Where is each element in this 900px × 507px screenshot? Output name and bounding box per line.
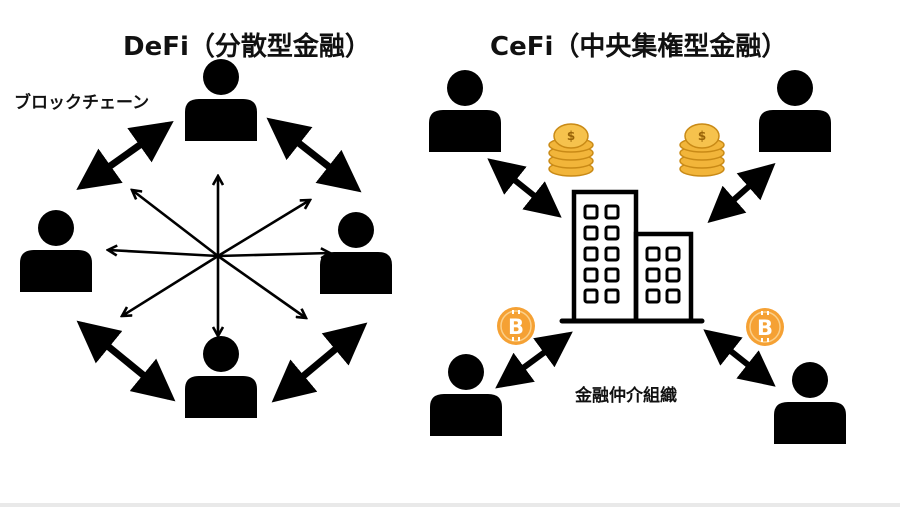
cefi-arrow-top-right [707, 163, 776, 223]
star-arrow-left [108, 250, 219, 258]
svg-text:B: B [757, 316, 773, 340]
defi-user-bottom [185, 336, 257, 418]
star-arrow-up-left [132, 190, 219, 258]
intermediary-label: 金融仲介組織 [575, 386, 677, 406]
defi-user-left [20, 210, 92, 292]
cefi-user-bottom-right [774, 362, 846, 444]
coin-stack-left-icon: $ [548, 123, 594, 177]
bottom-border [0, 503, 900, 507]
cefi-arrow-bottom-left [495, 331, 573, 389]
ring-arrow-bottom-left [76, 320, 176, 402]
coin-stack-right-icon: $ [679, 123, 725, 177]
blockchain-star-arrows [108, 176, 330, 336]
bitcoin-right-icon: B [745, 307, 785, 347]
blockchain-label: ブロックチェーン [14, 93, 150, 113]
cefi-user-top-left [429, 70, 501, 152]
building-icon [559, 189, 705, 324]
defi-user-top [185, 59, 257, 141]
cefi-arrow-bottom-right [703, 329, 776, 387]
cefi-arrow-top-left [487, 158, 562, 218]
star-arrow-right [217, 253, 330, 256]
ring-arrow-top-left [76, 120, 174, 191]
star-arrow-up-right [217, 200, 310, 258]
svg-text:$: $ [698, 129, 706, 143]
cefi-title: CeFi（中央集権型金融） [490, 32, 788, 62]
svg-text:B: B [508, 315, 524, 339]
defi-user-right [320, 212, 392, 294]
ring-arrow-top-right [266, 117, 362, 193]
cefi-user-bottom-left [430, 354, 502, 436]
svg-text:$: $ [567, 129, 575, 143]
star-arrow-down-right [217, 254, 306, 318]
bitcoin-left-icon: B [496, 306, 536, 346]
defi-title: DeFi（分散型金融） [123, 32, 371, 62]
star-arrow-down-left [122, 254, 219, 316]
cefi-user-top-right [759, 70, 831, 152]
ring-arrow-bottom-right [271, 322, 368, 403]
